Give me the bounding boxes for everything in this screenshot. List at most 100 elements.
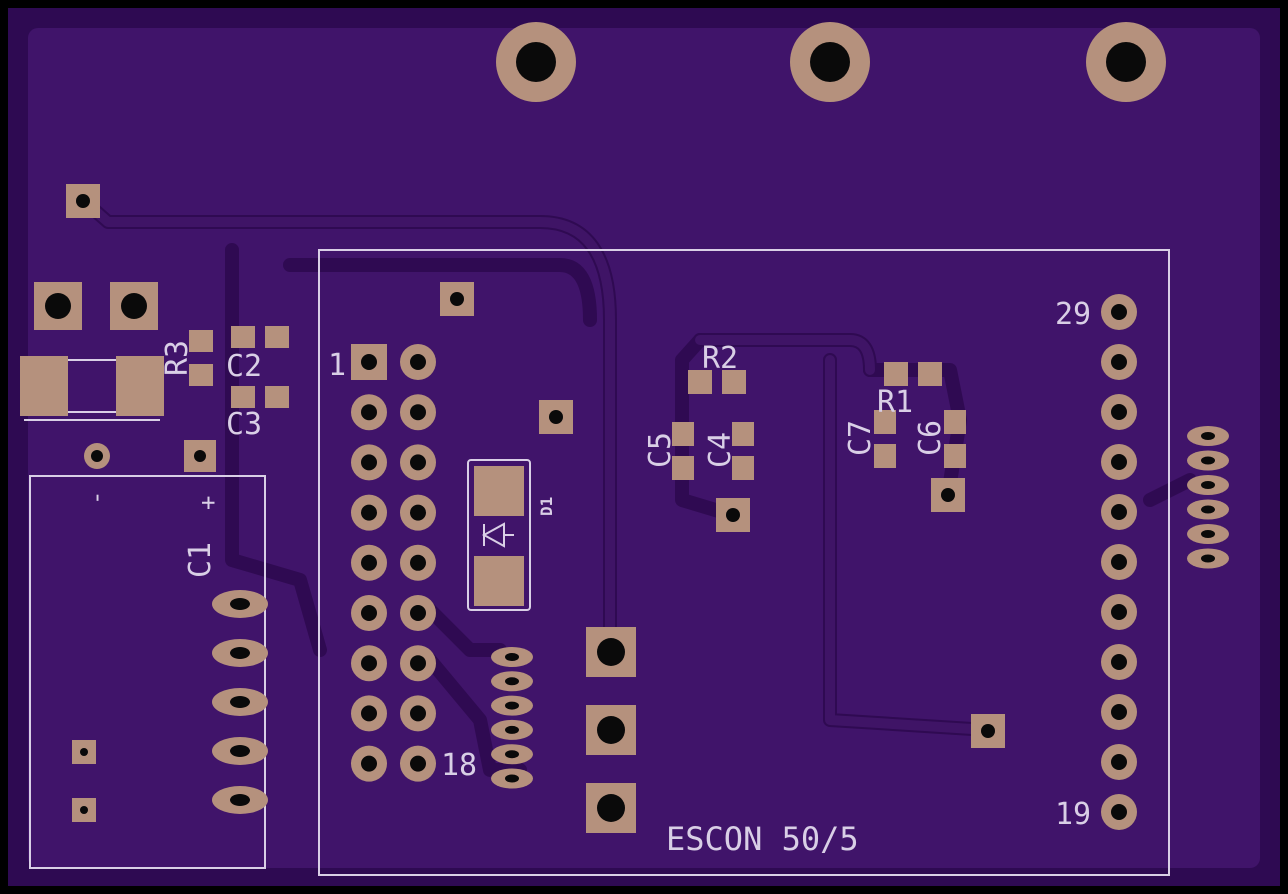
header-pin-drill [410,554,426,571]
right-pin-drill [1111,554,1127,570]
mid-oval-drill [505,653,519,661]
header-pin-drill [361,655,377,672]
header-pin-drill [410,605,426,621]
minus-label: - [82,491,110,505]
c4-label: C4 [703,432,738,468]
d1-pad [474,466,524,516]
c6-pad [944,410,966,434]
escon-label: ESCON 50/5 [666,820,859,858]
r1-pad [918,362,942,386]
header-pin-drill [361,755,377,772]
mounting-hole-drill [516,42,556,82]
right-pin-drill [1111,404,1127,420]
via-drill [91,450,103,462]
c1-oval-drill [230,598,250,610]
d1-label: D1 [537,497,556,516]
r1-pad [884,362,908,386]
c2-label: C2 [226,349,262,384]
right-oval-drill [1201,530,1215,538]
escon-header-pins [351,344,436,782]
mounting-hole-drill [1106,42,1146,82]
via-drill [981,724,995,738]
header-pin-drill [410,504,426,521]
header-pin-drill [410,655,426,672]
d1-outline [467,459,531,611]
c1-oval-drill [230,794,250,806]
mounting-holes [496,22,1166,102]
c3-pad [231,386,255,408]
power-pad-drill [597,716,625,744]
header-pin-drill [361,605,377,621]
r2-label: R2 [702,341,738,376]
c4-pad [732,456,754,480]
via-drill [726,508,740,522]
via-drill [549,410,563,424]
c7-pad [874,444,896,468]
right-pin-drill [1111,354,1127,370]
via-drill [941,488,955,502]
plus-label: + [194,496,222,510]
via-drill [450,292,464,306]
right-oval-drill [1201,554,1215,563]
right-pin-drill [1111,504,1127,520]
mid-oval-drill [505,774,519,783]
right-pin-drill [1111,704,1127,720]
mid-oval-drill [505,725,519,734]
header-pin-drill [361,554,377,571]
c1-oval-drill [230,745,250,757]
header-pin-drill [361,705,377,722]
c5-label: C5 [643,432,678,468]
power-pad-drill [597,638,625,666]
right-connector-pads [1187,426,1229,569]
right-oval-drill [1201,432,1215,440]
header-pin-drill [410,454,426,471]
right-oval-drill [1201,456,1215,465]
diode-symbol-icon [481,522,514,548]
mid-connector-pads [491,647,533,789]
d1-pad [474,556,524,606]
copper-pour [28,28,1260,868]
c3-label: C3 [226,407,262,442]
smd-pad [116,356,164,416]
header-pin-drill [361,404,377,421]
right-pin-drill [1111,454,1127,470]
c6-pad [944,444,966,468]
right-oval-drill [1201,505,1215,514]
right-pin-drill [1111,604,1127,620]
via-drill [80,748,88,756]
c2-pad [231,326,255,348]
c6-label: C6 [913,420,948,456]
smd-passives [189,326,966,480]
c3-pad [265,386,289,408]
pin19-label: 19 [1055,797,1091,832]
vias [66,184,1005,822]
c7-label: C7 [843,420,878,456]
via-drill [76,194,90,208]
silkscreen-labels: ESCON 50/5 1 18 29 19 C2 C3 R2 R1 R3 C1 … [82,297,1091,858]
right-pin-drill [1111,804,1127,820]
r2-pad [722,370,746,394]
r3-pad [189,364,213,386]
c1-oval-drill [230,696,250,708]
c5-pad [672,422,694,446]
c2-pad [265,326,289,348]
mounting-hole-drill [810,42,850,82]
smd-pad [20,356,68,416]
via-drill [194,450,206,462]
header-pin-drill [410,755,426,772]
c7-pad [874,410,896,434]
mid-oval-drill [505,750,519,759]
pin18-label: 18 [441,748,477,783]
c1-outline [29,475,266,869]
header-pin-drill [410,705,426,722]
header-pin-drill [361,354,377,370]
right-pin-drill [1111,654,1127,670]
r3-label: R3 [160,340,195,376]
c4-pad [732,422,754,446]
header-pin-drill [410,354,426,370]
header-pin-drill [361,454,377,471]
r2-pad [688,370,712,394]
header-pin-drill [410,404,426,421]
c1-connector-pads [212,590,268,814]
